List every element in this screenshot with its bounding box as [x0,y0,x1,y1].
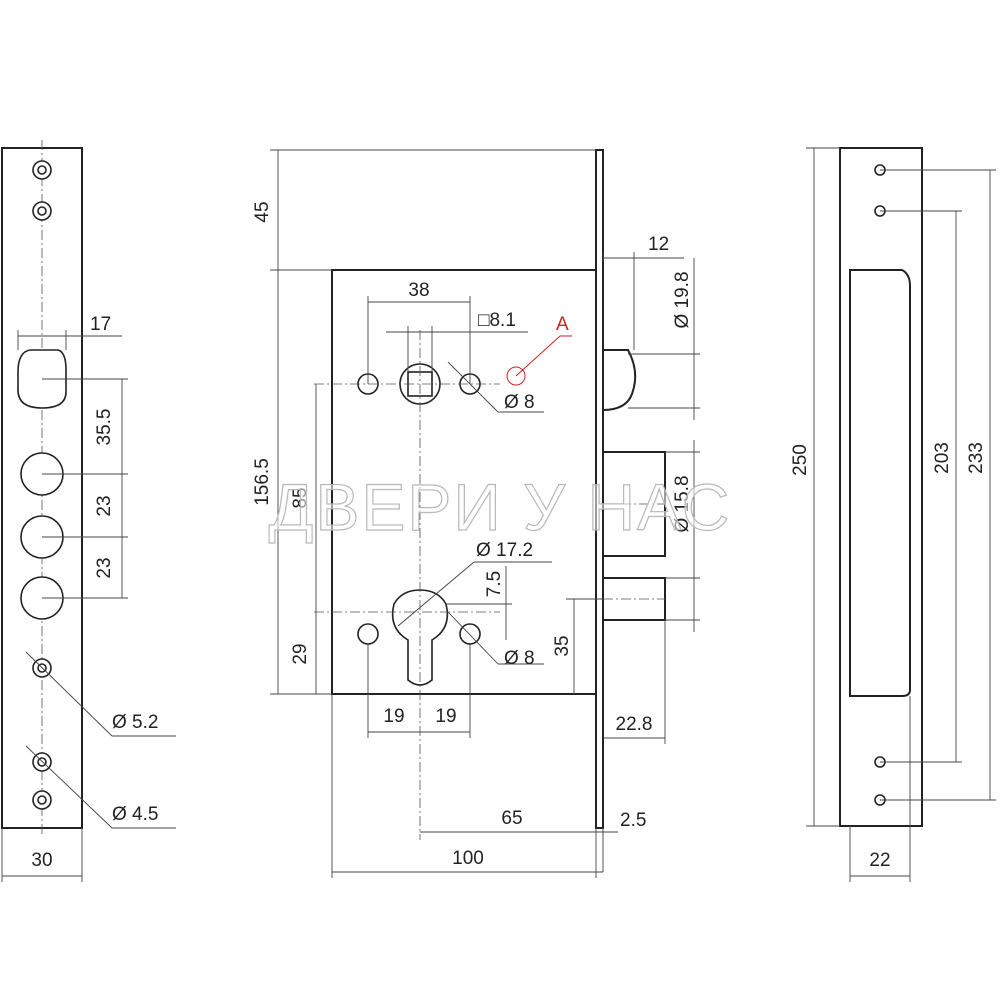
screw-hole-inner [37,757,47,767]
marker-a-circle [506,366,526,386]
lock-body [331,269,597,695]
dim-backset: 65 [501,808,522,829]
dia-latch-label: Ø 19.8 [672,271,693,328]
mount-hole [357,623,379,645]
watermark-text: ДВЕРИ У НАС [269,470,732,544]
dim-bottom: 29 [290,643,311,664]
dim-spacing-3: 23 [94,557,115,578]
strike-opening [849,269,911,697]
dim-spindle-spacing: 38 [408,280,429,301]
dim-left-width: 30 [31,850,52,871]
dim-strike-width: 22 [869,850,890,871]
screw-hole-inner [37,795,47,805]
dim-spacing-2: 23 [94,495,115,516]
dim-bolt-throw: 22.8 [616,714,653,735]
dim-strike-inner-2: 233 [966,442,987,474]
dim-total-width: 100 [452,848,484,869]
dim-faceplate-thickness: 12 [648,234,669,255]
screw-hole-inner [37,165,47,175]
dim-cylinder-offset: 7.5 [484,571,505,597]
screw-hole-inner [37,206,47,216]
dia-smaller-label: Ø 4.5 [112,804,158,825]
right-strike-plate-view: 250 203 233 22 [790,147,996,882]
dia-small-label: Ø 5.2 [112,712,158,733]
dim-top-offset: 45 [252,201,273,222]
dim-plate: 2.5 [620,810,646,831]
dim-center-distance: 85 [290,487,311,508]
dim-hole-left: 19 [383,706,404,727]
front-lock-body-view: A 45 38 □8.1 Ø 8 12 [252,149,700,878]
dim-slot-width: 17 [90,314,111,335]
dim-strike-height: 250 [790,444,811,476]
dia-cylinder-label: Ø 17.2 [476,540,533,561]
left-faceplate-view: 17 35.5 23 23 Ø 5.2 Ø 4.5 30 [1,140,176,882]
dia-mount-label: Ø 8 [504,392,535,413]
marker-a-label: A [556,314,569,335]
dim-hole-right: 19 [435,706,456,727]
dim-spacing-1: 35.5 [94,409,115,446]
dia-mount-lower-label: Ø 8 [504,648,535,669]
dim-square: □8.1 [478,310,516,331]
dim-bottom-bolt: 35 [552,635,573,656]
dim-strike-inner-1: 203 [932,442,953,474]
dia-bolt-label: Ø 15.8 [672,475,693,532]
dim-body-height: 156.5 [252,458,273,506]
latch-bolt [602,349,637,412]
